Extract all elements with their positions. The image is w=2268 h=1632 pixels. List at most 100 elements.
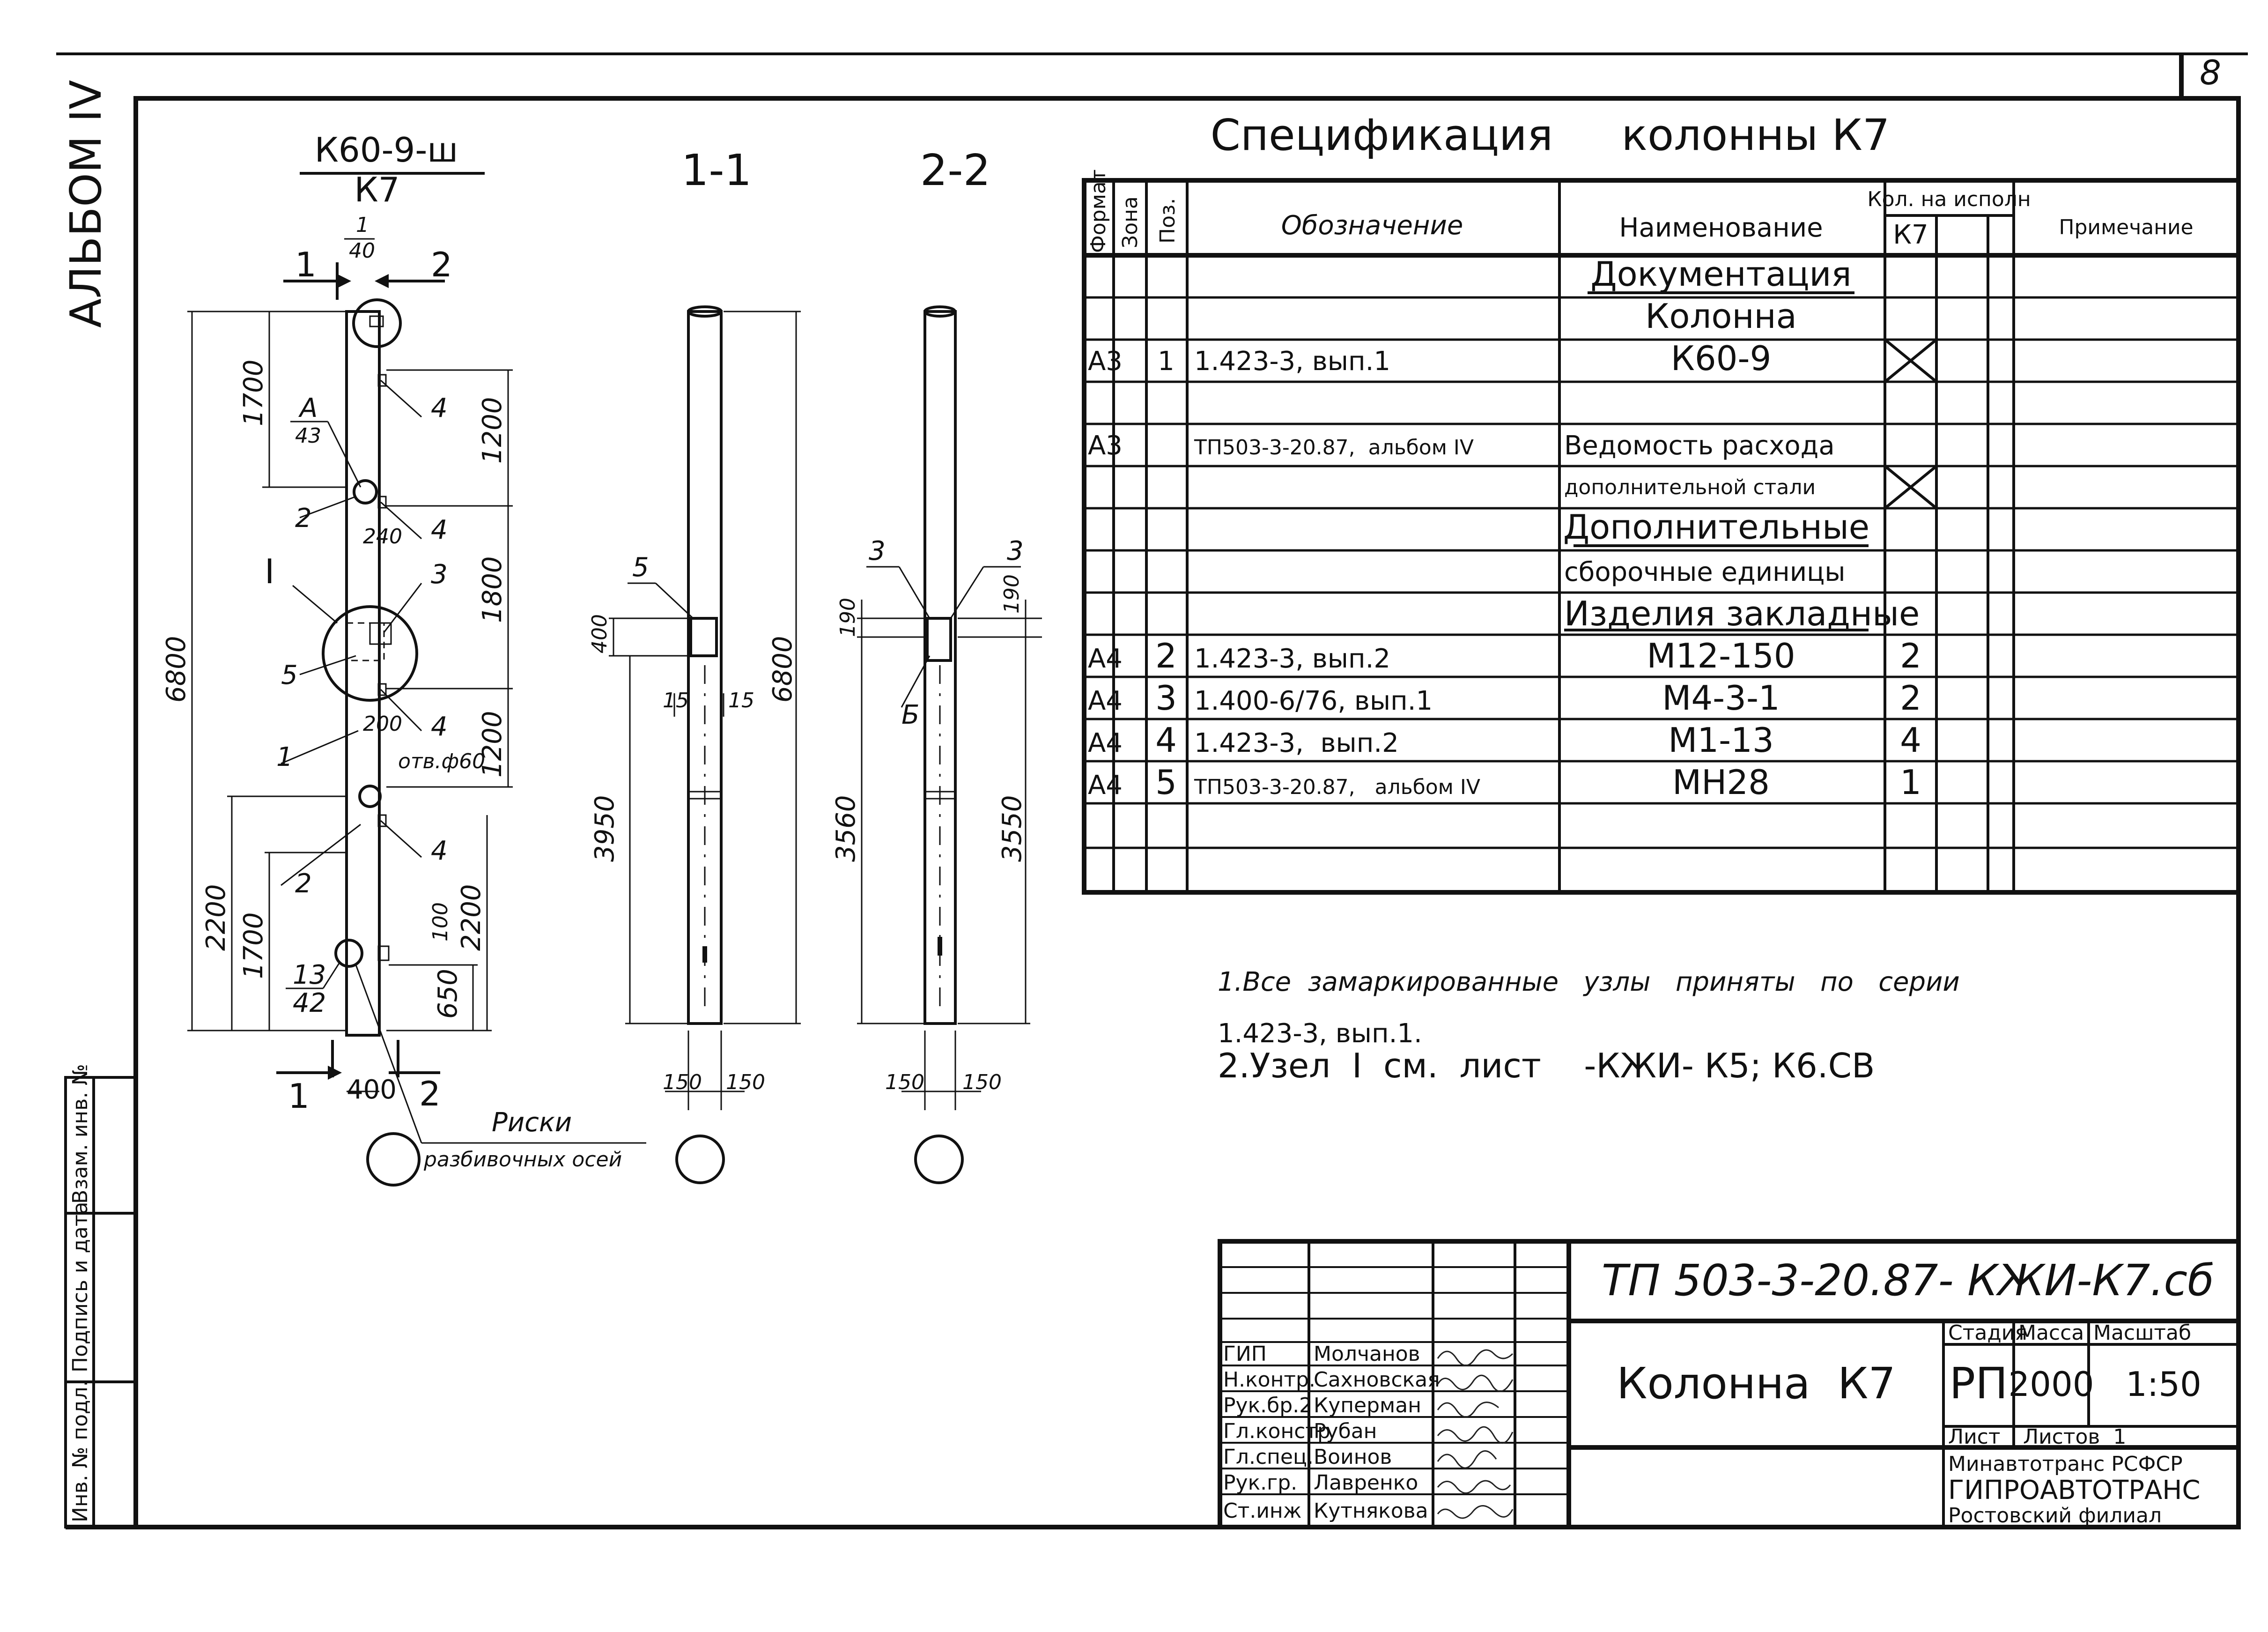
spec-header-designation: Обозначение	[1281, 210, 1463, 241]
spec-name: сборочные единицы	[1564, 557, 1845, 587]
signature-rows: ГИП Молчанов Н.контр. Сахновская Рук.бр.…	[1223, 1342, 1440, 1523]
column-view: К60-9-ш К7 1 40 1 2 4 4	[161, 130, 646, 1187]
spec-name: Дополнительные	[1563, 507, 1869, 547]
spec-header-format: Формат	[1086, 169, 1110, 253]
sig-role: Рук.гр.	[1223, 1471, 1297, 1495]
spec-table: Спецификация колонны К7 Формат Зона Поз.…	[1082, 110, 2241, 895]
section-1-1-dim-15a: 15	[663, 689, 689, 712]
sig-role: Гл.констр	[1223, 1419, 1330, 1443]
dim-2200-left: 2200	[201, 884, 231, 951]
spec-name: Изделия закладные	[1564, 594, 1920, 633]
spec-pos: 2	[1155, 636, 1177, 675]
spec-designation: 1.423-3, вып.2	[1194, 644, 1390, 674]
spec-name: К60-9	[1671, 339, 1772, 378]
dim-240: 240	[363, 525, 402, 549]
dim-1200-bottom: 1200	[477, 711, 508, 778]
section-mark-1-top: 1	[295, 245, 317, 284]
section-2-2-title: 2-2	[920, 145, 990, 195]
node-13-bottom: 42	[293, 988, 326, 1018]
title-object-name: Колонна К7	[1617, 1358, 1896, 1409]
callout-2b: 2	[295, 868, 312, 899]
callout-4c: 4	[431, 712, 448, 742]
spec-name: Колонна	[1645, 297, 1797, 336]
section-1-1-dim-400: 400	[588, 614, 612, 653]
callout-5: 5	[281, 660, 298, 690]
sig-role: Ст.инж	[1223, 1499, 1301, 1523]
spec-format: А3	[1088, 430, 1123, 461]
spec-qty: 1	[1900, 763, 1921, 802]
spec-header-name: Наименование	[1619, 213, 1823, 243]
org-line-2: ГИПРОАВТОТРАНС	[1948, 1475, 2201, 1506]
spec-row-10: А4 3 1.400-6/76, вып.1 М4-3-1 2	[1088, 678, 1921, 718]
dim-2200-right: 2200	[456, 884, 487, 951]
dim-100: 100	[428, 902, 452, 942]
page-number: 8	[2200, 53, 2221, 92]
dim-6800-main: 6800	[161, 636, 192, 703]
spec-name: М4-3-1	[1662, 678, 1780, 718]
section-2-2-callout-b: Б	[901, 700, 919, 730]
section-mark-2-top: 2	[431, 245, 452, 284]
title-block: ГИП Молчанов Н.контр. Сахновская Рук.бр.…	[1218, 1239, 2241, 1529]
section-1-1-dim-150b: 150	[726, 1070, 765, 1094]
spec-pos: 3	[1155, 678, 1177, 718]
spec-row-0: Документация	[1588, 254, 1854, 294]
sheet-label: Лист	[1948, 1425, 2001, 1449]
section-1-1-callout-5: 5	[632, 552, 649, 583]
org-line-1: Минавтотранс РСФСР	[1948, 1452, 2183, 1476]
risk-label-2: разбивочных осей	[423, 1148, 622, 1172]
title-code: ТП 503-3-20.87- КЖИ-К7.сб	[1602, 1255, 2214, 1306]
spec-row-8: Изделия закладные	[1564, 594, 1920, 633]
column-title-bottom: К7	[355, 170, 400, 209]
callout-2a: 2	[295, 503, 312, 534]
sig-name: Воинов	[1314, 1445, 1392, 1469]
sig-role: Рук.бр.2	[1223, 1394, 1312, 1417]
node-a-top: А	[298, 393, 318, 423]
spec-row-1: Колонна	[1645, 297, 1797, 336]
spec-header-qty-k7: К7	[1893, 220, 1928, 250]
section-2-2-dim-150b: 150	[962, 1070, 1002, 1094]
spec-title: Спецификация колонны К7	[1211, 110, 1890, 160]
dim-650: 650	[433, 969, 463, 1019]
spec-format: А4	[1088, 644, 1123, 674]
callout-4a: 4	[431, 393, 448, 423]
spec-format: А4	[1088, 728, 1123, 758]
callout-node-I: I	[265, 552, 274, 591]
section-2-2-dim-190b: 190	[1000, 574, 1024, 614]
spec-header-qty-group: Кол. на исполн	[1867, 187, 2031, 211]
spec-header-note: Примечание	[2059, 215, 2193, 239]
dim-200: 200	[363, 712, 402, 736]
spec-name: МН28	[1672, 763, 1770, 802]
side-stamp: Взам. инв. № Подпись и дата Инв. № подл.	[64, 1064, 137, 1528]
sig-name: Куперман	[1314, 1394, 1421, 1417]
callout-4d: 4	[431, 836, 448, 866]
spec-pos: 4	[1155, 720, 1177, 760]
spec-row-6: Дополнительные	[1563, 507, 1869, 547]
spec-row-2: А3 1 1.423-3, вып.1 К60-9	[1088, 338, 1937, 383]
sheets-label: Листов 1	[2023, 1425, 2126, 1449]
risk-label-1: Риски	[492, 1107, 572, 1138]
dim-400-base: 400	[347, 1075, 397, 1105]
side-stamp-signature: Подпись и дата	[68, 1202, 92, 1372]
section-2-2-dim-190a: 190	[836, 598, 860, 637]
spec-pos: 1	[1158, 346, 1175, 377]
callout-1: 1	[276, 742, 293, 772]
dim-1700-top: 1700	[238, 359, 269, 426]
dim-1800: 1800	[477, 556, 508, 623]
callout-4b: 4	[431, 515, 448, 545]
mass-value: 2000	[2008, 1365, 2094, 1404]
signature-scribbles	[1437, 1349, 1514, 1519]
spec-row-7: сборочные единицы	[1564, 557, 1845, 587]
dim-1700-bottom: 1700	[238, 912, 269, 979]
sig-role: ГИП	[1223, 1342, 1267, 1366]
spec-designation: 1.423-3, вып.2	[1194, 728, 1399, 758]
side-stamp-exchange: Взам. инв. №	[68, 1064, 92, 1204]
section-2-2-dim-150a: 150	[885, 1070, 924, 1094]
hole-note: отв.ф60	[398, 749, 485, 773]
node-a-bottom: 43	[295, 424, 321, 448]
spec-header-pos: Поз.	[1156, 198, 1180, 244]
spec-designation: 1.423-3, вып.1	[1194, 346, 1390, 377]
spec-pos: 5	[1155, 763, 1177, 802]
section-2-2: 2-2 3 3 Б 190 190 3560 3550 150 150	[831, 145, 1042, 1184]
spec-row-5: дополнительной стали	[1564, 465, 1937, 510]
